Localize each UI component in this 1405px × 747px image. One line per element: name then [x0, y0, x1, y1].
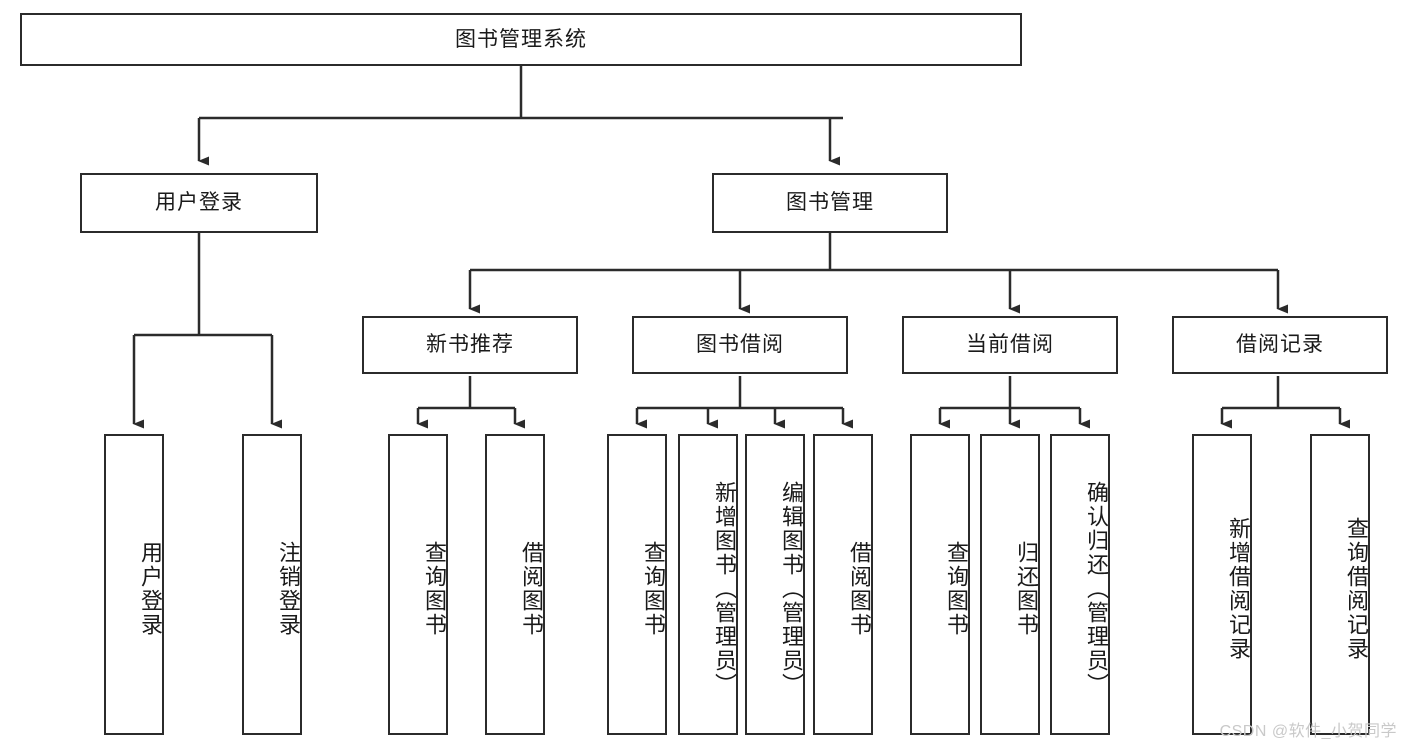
node-label: 新增借阅记录 [1226, 516, 1251, 661]
node-label: 查询图书 [641, 540, 666, 637]
node-label: 归还图书 [1014, 540, 1039, 637]
leaf-confirm-return-admin[interactable]: 确认归还（管理员） [1050, 434, 1110, 735]
leaf-add-book-admin[interactable]: 新增图书（管理员） [678, 434, 738, 735]
node-label: 借阅图书 [847, 540, 872, 637]
leaf-logout[interactable]: 注销登录 [242, 434, 302, 735]
node-borrow-record[interactable]: 借阅记录 [1172, 316, 1388, 374]
leaf-add-borrow-record[interactable]: 新增借阅记录 [1192, 434, 1252, 735]
node-root-book-management-system[interactable]: 图书管理系统 [20, 13, 1022, 66]
node-book-borrow[interactable]: 图书借阅 [632, 316, 848, 374]
node-label: 新增图书（管理员） [712, 480, 737, 697]
leaf-edit-book-admin[interactable]: 编辑图书（管理员） [745, 434, 805, 735]
node-label: 图书借阅 [696, 333, 784, 357]
node-label: 借阅记录 [1236, 333, 1324, 357]
node-label: 确认归还（管理员） [1084, 480, 1109, 697]
node-label: 编辑图书（管理员） [779, 480, 804, 697]
leaf-query-book-borrow[interactable]: 查询图书 [607, 434, 667, 735]
leaf-borrow-book-recommend[interactable]: 借阅图书 [485, 434, 545, 735]
leaf-user-login[interactable]: 用户登录 [104, 434, 164, 735]
node-book-management[interactable]: 图书管理 [712, 173, 948, 233]
node-label: 查询图书 [944, 540, 969, 637]
node-label: 图书管理系统 [455, 27, 587, 51]
node-current-borrow[interactable]: 当前借阅 [902, 316, 1118, 374]
node-new-book-recommend[interactable]: 新书推荐 [362, 316, 578, 374]
leaf-borrow-book[interactable]: 借阅图书 [813, 434, 873, 735]
node-label: 当前借阅 [966, 333, 1054, 357]
node-user-login[interactable]: 用户登录 [80, 173, 318, 233]
node-label: 用户登录 [138, 540, 163, 637]
leaf-query-book-recommend[interactable]: 查询图书 [388, 434, 448, 735]
leaf-return-book[interactable]: 归还图书 [980, 434, 1040, 735]
watermark-text: CSDN @软件_小贺同学 [1219, 723, 1397, 740]
leaf-query-borrow-record[interactable]: 查询借阅记录 [1310, 434, 1370, 735]
node-label: 用户登录 [155, 191, 243, 215]
node-label: 图书管理 [786, 191, 874, 215]
node-label: 查询图书 [422, 540, 447, 637]
node-label: 查询借阅记录 [1344, 516, 1369, 661]
node-label: 新书推荐 [426, 333, 514, 357]
node-label: 借阅图书 [519, 540, 544, 637]
node-label: 注销登录 [276, 540, 301, 637]
leaf-query-book-current[interactable]: 查询图书 [910, 434, 970, 735]
